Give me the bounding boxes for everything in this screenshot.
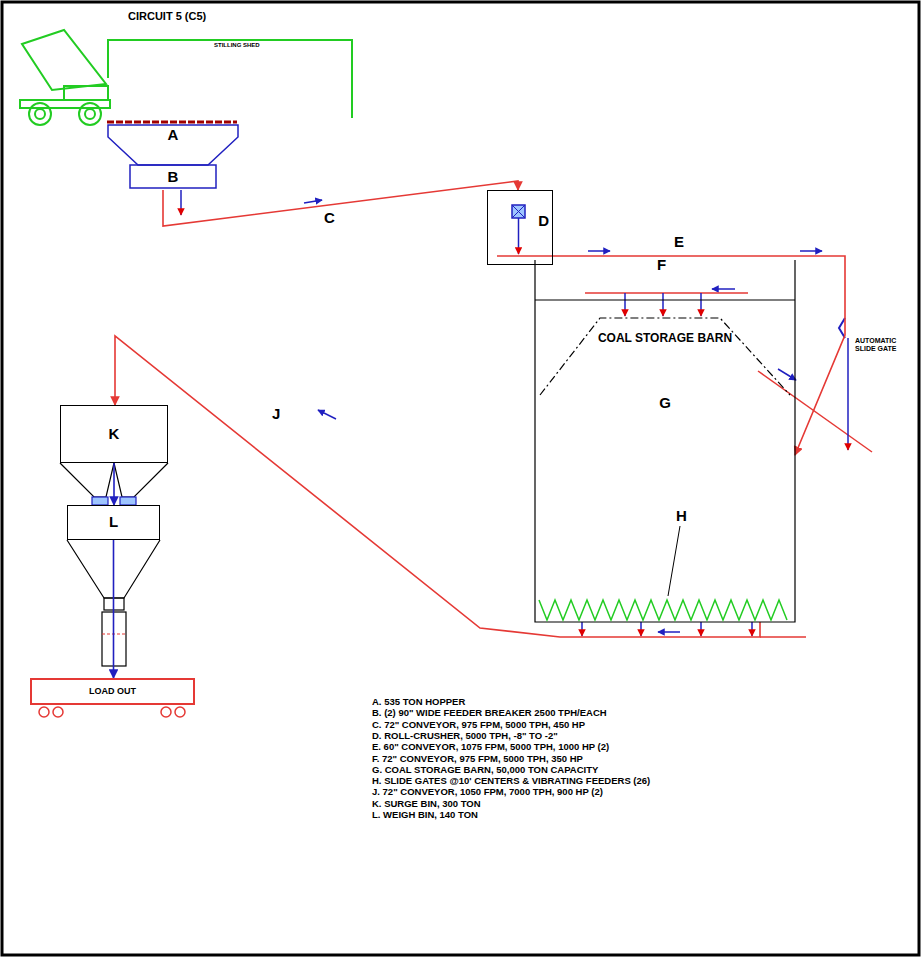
diagram-title: CIRCUIT 5 (C5) — [128, 10, 206, 22]
conveyor-f — [585, 293, 748, 316]
note-line: C. 72" CONVEYOR, 975 FPM, 5000 TPH, 450 … — [372, 720, 585, 730]
note-line: A. 535 TON HOPPER — [372, 697, 465, 707]
crusher-house: D — [487, 190, 553, 265]
surge-bin-cones — [60, 463, 168, 505]
note-line: F. 72" CONVEYOR, 975 FPM, 5000 TPH, 350 … — [372, 754, 583, 764]
note-line: D. ROLL-CRUSHER, 5000 TPH, -8" TO -2" — [372, 731, 558, 741]
conveyor-callout: E — [672, 234, 686, 250]
gate-label: AUTOMATIC SLIDE GATE — [855, 337, 917, 352]
conveyor-line — [115, 336, 760, 637]
railcar-wheels — [39, 707, 185, 717]
node-label: A — [168, 127, 179, 144]
gate-branch — [758, 318, 872, 452]
conveyor-callout: C — [322, 210, 337, 226]
grizzly-grate — [107, 121, 237, 124]
note-line: B. (2) 90" WIDE FEEDER BREAKER 2500 TPH/… — [372, 708, 607, 718]
conveyor-callout: J — [270, 406, 282, 422]
roll-crusher — [497, 205, 553, 256]
shed-outline — [108, 40, 352, 118]
storage-barn-outline — [535, 260, 795, 622]
node-heading: COAL STORAGE BARN — [598, 332, 732, 345]
note-line: G. COAL STORAGE BARN, 50,000 TON CAPACIT… — [372, 765, 598, 775]
note-line: E. 60" CONVEYOR, 1075 FPM, 5000 TPH, 100… — [372, 742, 609, 752]
slide-gate-drops — [582, 622, 752, 636]
hopper: A — [108, 125, 238, 165]
surge-bin: K — [60, 405, 168, 463]
railcar: LOAD OUT — [30, 678, 195, 705]
note-line: K. SURGE BIN, 300 TON — [372, 799, 481, 809]
direction-arrows — [304, 200, 822, 632]
conveyor-line — [113, 463, 115, 505]
callout-letter: F — [657, 257, 666, 274]
node-label: B — [168, 169, 179, 186]
callout-letter: H — [676, 508, 687, 525]
haul-truck — [20, 30, 110, 125]
leader-line — [668, 526, 680, 596]
node-label: L — [109, 514, 118, 531]
node-label: K — [109, 426, 120, 443]
note-line: J. 72" CONVEYOR, 1050 FPM, 7000 TPH, 900… — [372, 787, 603, 797]
conveyor-line — [553, 256, 845, 455]
feeder-drop — [180, 190, 182, 215]
shed-label: STILLING SHED — [214, 42, 260, 49]
node-label: LOAD OUT — [89, 687, 136, 697]
conveyor-line — [113, 540, 115, 678]
node-label: G — [659, 395, 671, 412]
feeder-breaker: B — [130, 165, 216, 190]
note-line: L. WEIGH BIN, 140 TON — [372, 810, 478, 820]
weigh-bin: L — [67, 505, 160, 540]
node-label: D — [538, 213, 549, 230]
storage-barn: COAL STORAGE BARN G — [535, 260, 795, 622]
conveyor-j-tail — [760, 636, 806, 638]
note-line: H. SLIDE GATES @10' CENTERS & VIBRATING … — [372, 776, 650, 786]
